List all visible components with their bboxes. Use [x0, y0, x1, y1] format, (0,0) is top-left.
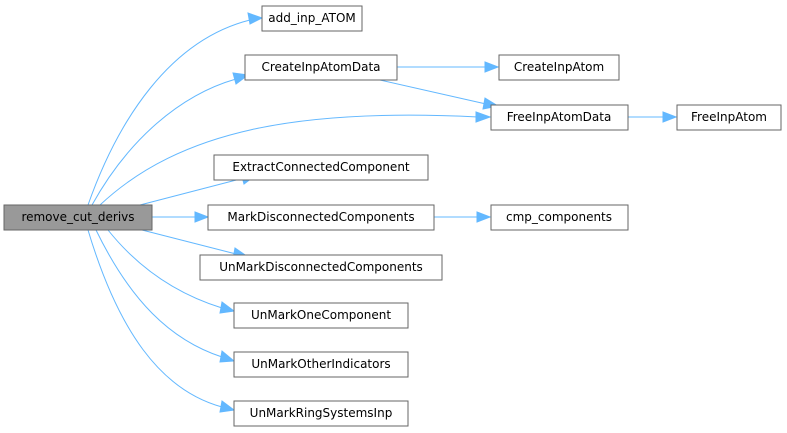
node-UnMarkOneComponent[interactable]: UnMarkOneComponent	[233, 302, 409, 329]
node-add_inp_ATOM[interactable]: add_inp_ATOM	[261, 5, 363, 32]
edge-remove_cut_derivs-UnMarkOtherIndicators	[95, 229, 236, 363]
edge-remove_cut_derivs-MarkDisconnectedComponents	[152, 211, 210, 223]
node-UnMarkDisconnectedComponents[interactable]: UnMarkDisconnectedComponents	[199, 254, 443, 281]
node-label: CreateInpAtomData	[261, 60, 380, 74]
edge-remove_cut_derivs-add_inp_ATOM	[87, 12, 264, 206]
node-label: UnMarkDisconnectedComponents	[219, 260, 423, 274]
node-label: FreeInpAtom	[691, 110, 767, 124]
node-label: UnMarkRingSystemsInp	[250, 406, 393, 420]
node-label: FreeInpAtomData	[507, 110, 612, 124]
edge-FreeInpAtomData-FreeInpAtom	[628, 111, 678, 123]
edge-remove_cut_derivs-FreeInpAtomData	[99, 111, 492, 206]
edge-remove_cut_derivs-UnMarkOneComponent	[107, 229, 236, 314]
node-label: ExtractConnectedComponent	[232, 160, 410, 174]
node-label: UnMarkOtherIndicators	[251, 357, 390, 371]
node-CreateInpAtom[interactable]: CreateInpAtom	[498, 54, 620, 81]
node-FreeInpAtom[interactable]: FreeInpAtom	[676, 104, 782, 131]
node-FreeInpAtomData[interactable]: FreeInpAtomData	[490, 104, 629, 131]
edge-CreateInpAtomData-CreateInpAtom	[397, 61, 500, 73]
node-UnMarkRingSystemsInp[interactable]: UnMarkRingSystemsInp	[233, 400, 409, 427]
node-ExtractConnectedComponent[interactable]: ExtractConnectedComponent	[213, 154, 429, 181]
node-label: remove_cut_derivs	[21, 210, 134, 224]
node-CreateInpAtomData[interactable]: CreateInpAtomData	[244, 54, 398, 81]
edge-remove_cut_derivs-CreateInpAtomData	[91, 72, 250, 206]
edge-MarkDisconnectedComponents-cmp_components	[434, 211, 492, 223]
node-label: add_inp_ATOM	[268, 11, 356, 25]
node-MarkDisconnectedComponents[interactable]: MarkDisconnectedComponents	[207, 204, 435, 231]
edge-CreateInpAtomData-FreeInpAtomData	[379, 79, 500, 110]
node-label: cmp_components	[506, 210, 612, 224]
node-label: UnMarkOneComponent	[251, 308, 391, 322]
node-label: CreateInpAtom	[514, 60, 604, 74]
node-cmp_components[interactable]: cmp_components	[490, 204, 629, 231]
node-UnMarkOtherIndicators[interactable]: UnMarkOtherIndicators	[233, 351, 409, 378]
node-label: MarkDisconnectedComponents	[227, 210, 414, 224]
edge-remove_cut_derivs-UnMarkRingSystemsInp	[87, 229, 236, 413]
node-remove_cut_derivs[interactable]: remove_cut_derivs	[3, 204, 153, 231]
